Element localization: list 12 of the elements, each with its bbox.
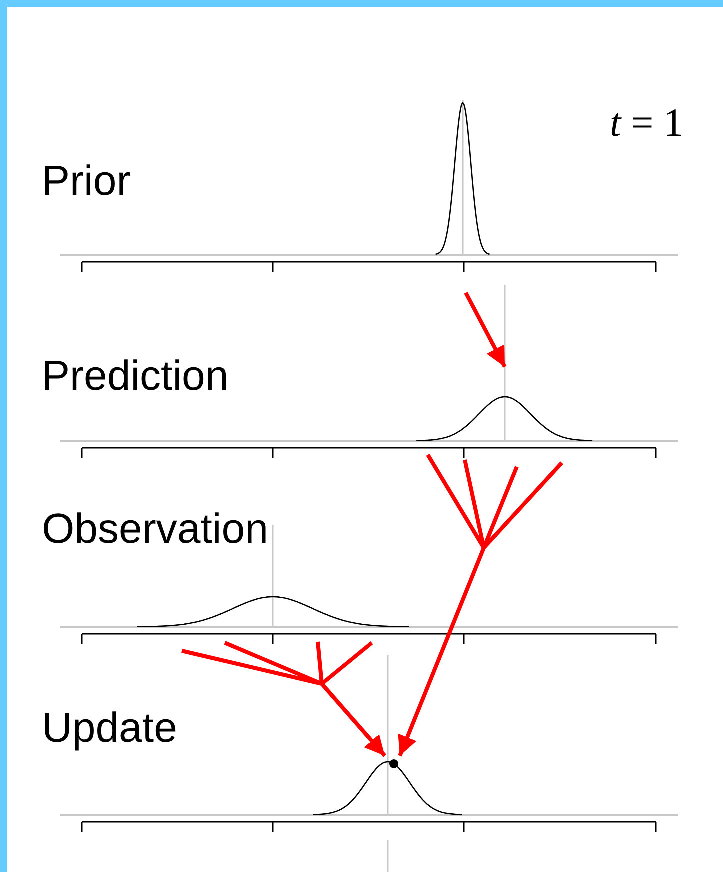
distribution-curve	[313, 760, 462, 816]
arrow	[464, 292, 507, 368]
distribution-curve	[416, 396, 593, 442]
arrow	[180, 640, 387, 758]
panel-title: Prior	[42, 160, 131, 202]
time-step-label: t = 1	[610, 103, 684, 143]
distribution-curve	[137, 596, 409, 628]
panel-title: Observation	[42, 508, 268, 550]
distribution-curve	[436, 102, 490, 256]
panel-title: Update	[42, 707, 178, 749]
panel-title: Prediction	[42, 355, 229, 397]
arrow	[398, 453, 564, 758]
